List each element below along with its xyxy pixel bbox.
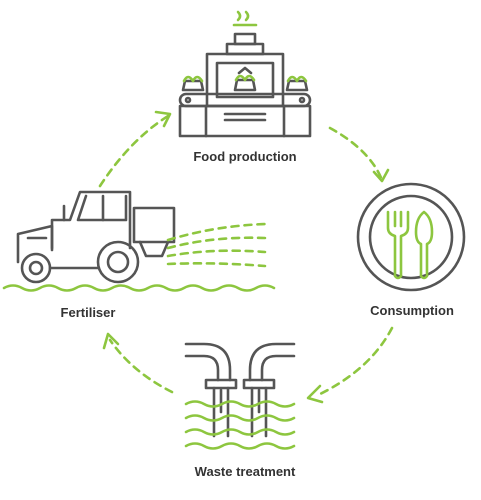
label-waste-treatment: Waste treatment [194,464,296,479]
label-food-production: Food production [193,149,297,164]
label-consumption: Consumption [370,303,454,318]
plate-cutlery-icon [356,182,466,292]
arrow-consumption-to-waste [306,326,394,404]
waste-water-icon [184,342,296,450]
arrow-fertiliser-to-food [98,110,172,188]
tractor-icon [2,190,276,292]
food-factory-icon [178,10,312,138]
arrow-waste-to-fertiliser [102,332,174,394]
label-fertiliser: Fertiliser [60,305,116,320]
arrow-food-to-consumption [328,126,390,183]
